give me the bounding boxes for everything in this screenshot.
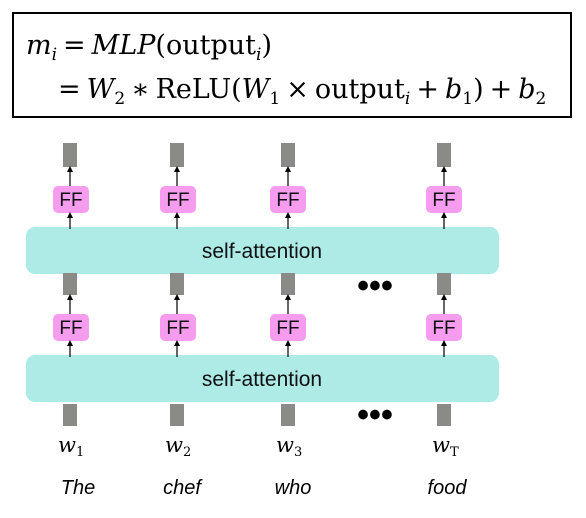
input-w-sub: T xyxy=(450,445,459,460)
output-token-top xyxy=(63,143,77,167)
ff-block-lower xyxy=(426,314,462,341)
relu-func: ReLU xyxy=(155,74,232,105)
input-w-letter: w xyxy=(276,433,294,457)
hidden-token xyxy=(281,273,295,295)
input-w-label: wT xyxy=(432,433,459,460)
ff-label-upper: FF xyxy=(166,190,189,211)
output-token-top xyxy=(281,143,295,167)
input-token xyxy=(281,404,295,426)
column-2: FF FF w2 chef xyxy=(160,143,203,499)
ff-block-upper xyxy=(53,186,89,213)
lhs-sub: i xyxy=(51,45,58,65)
input-word: chef xyxy=(163,477,203,499)
column-4: FF FF wT food xyxy=(426,143,467,499)
output-token-top xyxy=(437,143,451,167)
input-token xyxy=(170,404,184,426)
input-w-letter: w xyxy=(165,433,183,457)
self-attention-layer-lower xyxy=(26,355,499,402)
input-w-label: w2 xyxy=(165,433,191,460)
arg-sub-2: i xyxy=(404,89,411,109)
input-w-letter: w xyxy=(58,433,76,457)
column-1: FF FF w1 The xyxy=(53,143,95,499)
w1-sub: 1 xyxy=(269,89,281,109)
formula-box: mi=MLP(outputi) =W2∗ReLU(W1×outputi+b1)+… xyxy=(12,12,572,118)
paren-open-1: ( xyxy=(155,30,166,61)
arg-1: output xyxy=(165,30,256,61)
mlp-func: MLP xyxy=(91,30,156,61)
hidden-token xyxy=(437,273,451,295)
ff-block-upper xyxy=(160,186,196,213)
paren-close-2: ) xyxy=(473,74,484,105)
input-w-sub: 1 xyxy=(76,445,84,460)
input-w-letter: w xyxy=(432,433,450,457)
eq-2: = xyxy=(58,74,81,105)
formula-line-1: mi=MLP(outputi) xyxy=(26,30,272,64)
output-token-top xyxy=(170,143,184,167)
b1: b xyxy=(444,74,463,105)
ff-label-lower: FF xyxy=(59,318,82,339)
star-op: ∗ xyxy=(131,74,150,105)
plus-op-1: + xyxy=(416,74,439,105)
arg-2: output xyxy=(314,74,405,105)
lhs-var: m xyxy=(26,30,52,61)
w1: W xyxy=(241,74,270,105)
self-attention-label-upper: self-attention xyxy=(202,240,322,263)
plus-op-2: + xyxy=(489,74,513,105)
eq-1: = xyxy=(63,30,86,61)
w2: W xyxy=(86,74,115,105)
paren-open-2: ( xyxy=(231,74,242,105)
ff-block-lower xyxy=(53,314,89,341)
arg-sub-1: i xyxy=(256,45,262,65)
b2-sub: 2 xyxy=(535,89,547,109)
ff-label-upper: FF xyxy=(432,190,455,211)
w2-sub: 2 xyxy=(114,89,126,109)
input-token xyxy=(437,404,451,426)
ff-block-lower xyxy=(160,314,196,341)
input-w-label: w3 xyxy=(276,433,302,460)
input-word: who xyxy=(275,477,312,499)
ff-label-lower: FF xyxy=(276,318,299,339)
hidden-token xyxy=(63,273,77,295)
input-token xyxy=(63,404,77,426)
ff-block-upper xyxy=(270,186,306,213)
ff-block-upper xyxy=(426,186,462,213)
ff-block-lower xyxy=(270,314,306,341)
input-w-label: w1 xyxy=(58,433,84,460)
ellipsis-middle: ••• xyxy=(357,267,393,305)
ff-label-lower: FF xyxy=(432,318,455,339)
formula-line-2: =W2∗ReLU(W1×outputi+b1)+b2 xyxy=(52,74,546,108)
times-op: × xyxy=(286,74,309,105)
ff-label-upper: FF xyxy=(59,190,82,211)
b1-sub: 1 xyxy=(462,89,474,109)
input-w-sub: 3 xyxy=(294,445,302,460)
b2: b xyxy=(518,74,536,105)
ff-label-upper: FF xyxy=(276,190,299,211)
ellipsis-bottom: ••• xyxy=(357,396,393,434)
ff-label-lower: FF xyxy=(166,318,189,339)
input-word: The xyxy=(61,477,95,499)
column-3: FF FF w3 who xyxy=(270,143,311,499)
self-attention-layer-upper xyxy=(26,227,499,274)
input-w-sub: 2 xyxy=(183,445,191,460)
input-word: food xyxy=(428,477,468,499)
paren-close-1: ) xyxy=(261,30,272,61)
hidden-token xyxy=(170,273,184,295)
self-attention-label-lower: self-attention xyxy=(202,368,322,391)
